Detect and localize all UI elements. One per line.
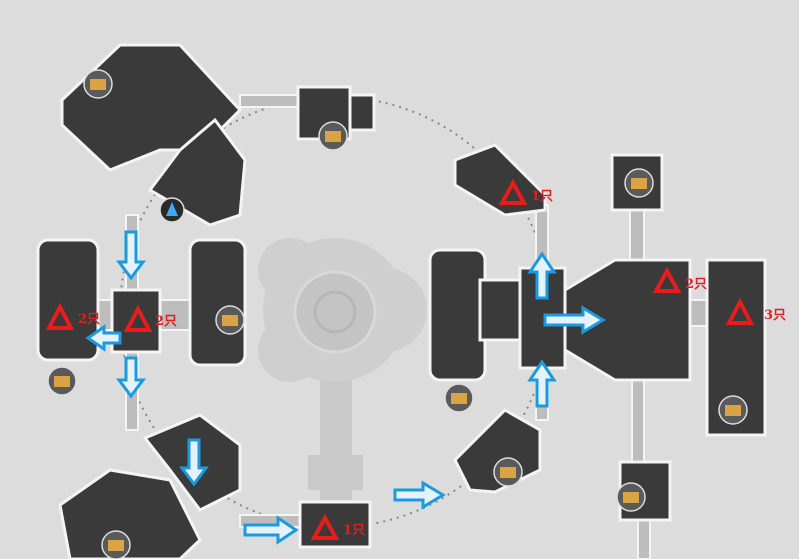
corridor — [629, 209, 645, 261]
route-arrow-right — [543, 305, 606, 335]
chest-icon — [444, 383, 474, 413]
enemy-warning-icon — [725, 297, 755, 325]
chest-icon — [616, 482, 646, 512]
enemy-warning-icon — [45, 302, 75, 330]
route-arrow-right — [393, 480, 446, 510]
chest-icon — [318, 121, 348, 151]
enemy-warning-icon — [498, 178, 528, 205]
chest-icon — [493, 457, 523, 487]
chest-icon — [101, 530, 131, 559]
enemy-count-label: 2只 — [155, 314, 177, 329]
route-arrow-left — [85, 324, 122, 352]
room-north-annex — [348, 93, 376, 132]
enemy-count-label: 2只 — [685, 277, 707, 292]
route-arrow-down — [179, 438, 209, 487]
room-southwest — [58, 468, 202, 559]
room-east-west — [428, 248, 487, 382]
route-arrow-down — [116, 230, 146, 281]
corridor — [239, 94, 301, 108]
enemy-count-label: 1只 — [343, 523, 365, 538]
route-arrow-down — [116, 356, 146, 399]
route-arrow-right — [243, 515, 299, 545]
room-west-east — [188, 238, 247, 367]
chest-icon — [47, 366, 77, 396]
room-west — [36, 238, 100, 362]
teleport-waypoint-icon[interactable] — [159, 197, 185, 223]
central-plaza — [258, 238, 427, 500]
enemy-warning-icon — [123, 304, 153, 332]
corridor — [637, 519, 651, 559]
chest-icon — [83, 69, 113, 99]
enemy-count-label: 2只 — [78, 312, 100, 327]
enemy-warning-icon — [310, 513, 340, 540]
chest-icon — [215, 305, 245, 335]
room-east-gate — [478, 278, 527, 342]
enemy-warning-icon — [652, 266, 682, 293]
enemy-count-label: 3只 — [764, 308, 786, 323]
chest-icon — [718, 395, 748, 425]
enemy-count-label: 1只 — [531, 189, 553, 204]
route-arrow-up — [527, 359, 557, 408]
chest-icon — [624, 168, 654, 198]
corridor — [631, 379, 645, 463]
route-arrow-up — [527, 251, 557, 300]
